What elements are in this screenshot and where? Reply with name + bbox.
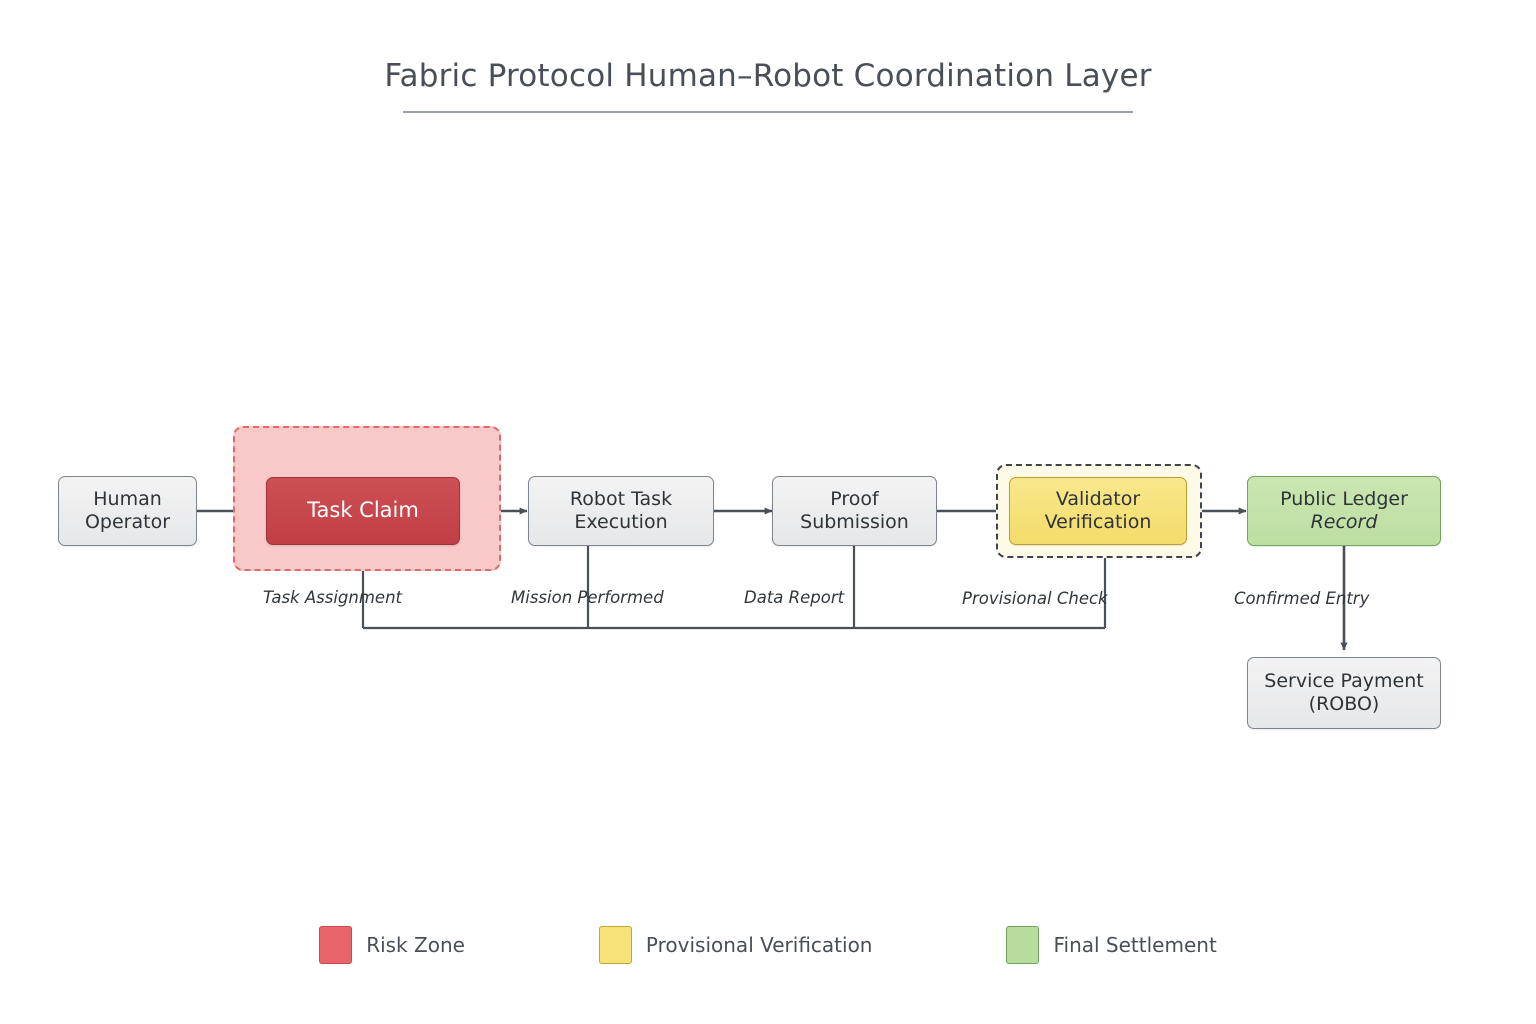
node-public-ledger-line2: Record xyxy=(1310,511,1378,533)
node-service-payment-line1: Service Payment xyxy=(1264,669,1424,692)
edge-label-task-assignment: Task Assignment xyxy=(263,588,403,607)
edge-label-confirmed-entry: Confirmed Entry xyxy=(1234,589,1370,608)
node-service-payment-line2: (ROBO) xyxy=(1308,693,1380,715)
node-human-operator-line1: Human xyxy=(93,487,162,510)
legend-swatch-provisional-verification xyxy=(598,926,632,964)
page-title: Fabric Protocol Human–Robot Coordination… xyxy=(384,58,1152,94)
legend-item-provisional-verification: Provisional Verification xyxy=(598,926,873,964)
title-underline-rule xyxy=(403,111,1133,114)
node-proof-submission[interactable]: Proof Submission xyxy=(772,476,937,546)
edge-label-mission-performed: Mission Performed xyxy=(511,588,664,607)
title-block: Fabric Protocol Human–Robot Coordination… xyxy=(0,58,1536,114)
node-public-ledger[interactable]: Public Ledger Record xyxy=(1247,476,1441,546)
node-validator-verification[interactable]: Validator Verification xyxy=(1009,477,1187,545)
legend-label-final-settlement: Final Settlement xyxy=(1053,933,1217,957)
node-task-claim-line1: Task Claim xyxy=(307,498,419,523)
node-human-operator-line2: Operator xyxy=(84,511,171,533)
node-service-payment[interactable]: Service Payment (ROBO) xyxy=(1247,657,1441,729)
node-robot-task-execution[interactable]: Robot Task Execution xyxy=(528,476,714,546)
legend-item-final-settlement: Final Settlement xyxy=(1006,926,1217,964)
node-public-ledger-line1: Public Ledger xyxy=(1280,487,1408,510)
node-validator-verification-line1: Validator xyxy=(1055,487,1141,510)
legend: Risk Zone Provisional Verification Final… xyxy=(0,926,1536,964)
legend-label-provisional-verification: Provisional Verification xyxy=(645,933,873,957)
node-proof-submission-line2: Submission xyxy=(800,511,909,533)
legend-swatch-final-settlement xyxy=(1006,926,1040,964)
node-task-claim[interactable]: Task Claim xyxy=(266,477,460,545)
legend-item-risk-zone: Risk Zone xyxy=(319,926,465,964)
edge-label-data-report: Data Report xyxy=(744,588,845,607)
node-proof-submission-line1: Proof xyxy=(830,487,879,510)
edge-label-provisional-check: Provisional Check xyxy=(962,589,1108,608)
node-robot-task-execution-line1: Robot Task xyxy=(569,487,673,510)
legend-swatch-risk-zone xyxy=(319,926,353,964)
node-human-operator[interactable]: Human Operator xyxy=(58,476,197,546)
legend-label-risk-zone: Risk Zone xyxy=(366,933,465,957)
node-robot-task-execution-line2: Execution xyxy=(574,511,668,533)
node-validator-verification-line2: Verification xyxy=(1044,511,1152,533)
